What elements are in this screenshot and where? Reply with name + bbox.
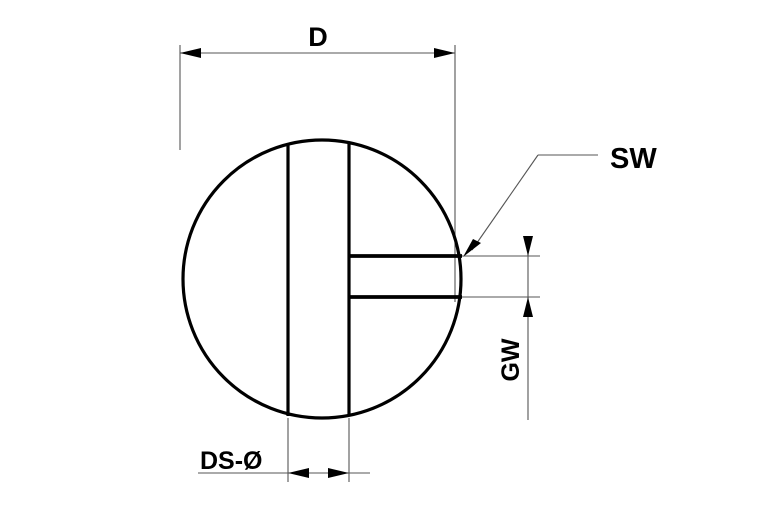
diameter-label: D xyxy=(308,22,328,52)
gw-top-arrowhead xyxy=(523,236,533,256)
diameter-dimension-group: D xyxy=(179,22,456,302)
sw-leader-diagonal-segment xyxy=(471,154,539,251)
diameter-left-arrowhead xyxy=(180,48,201,58)
diameter-right-arrowhead xyxy=(434,48,455,58)
sw-leader-arrowhead xyxy=(463,239,481,257)
groove-width-dimension-group: GW xyxy=(462,236,540,420)
slot-width-dimension-group: DS-Ø xyxy=(198,418,370,482)
slot-width-label: DS-Ø xyxy=(200,447,263,475)
screw-head-circle xyxy=(181,138,463,420)
gw-bottom-arrowhead xyxy=(523,297,533,317)
screw-head-body-group xyxy=(181,138,463,420)
ds-left-arrowhead xyxy=(288,468,309,478)
across-flats-dimension-group: SW xyxy=(463,143,657,257)
ds-right-arrowhead xyxy=(328,468,349,478)
across-flats-label: SW xyxy=(610,143,657,175)
groove-width-label: GW xyxy=(497,338,525,381)
